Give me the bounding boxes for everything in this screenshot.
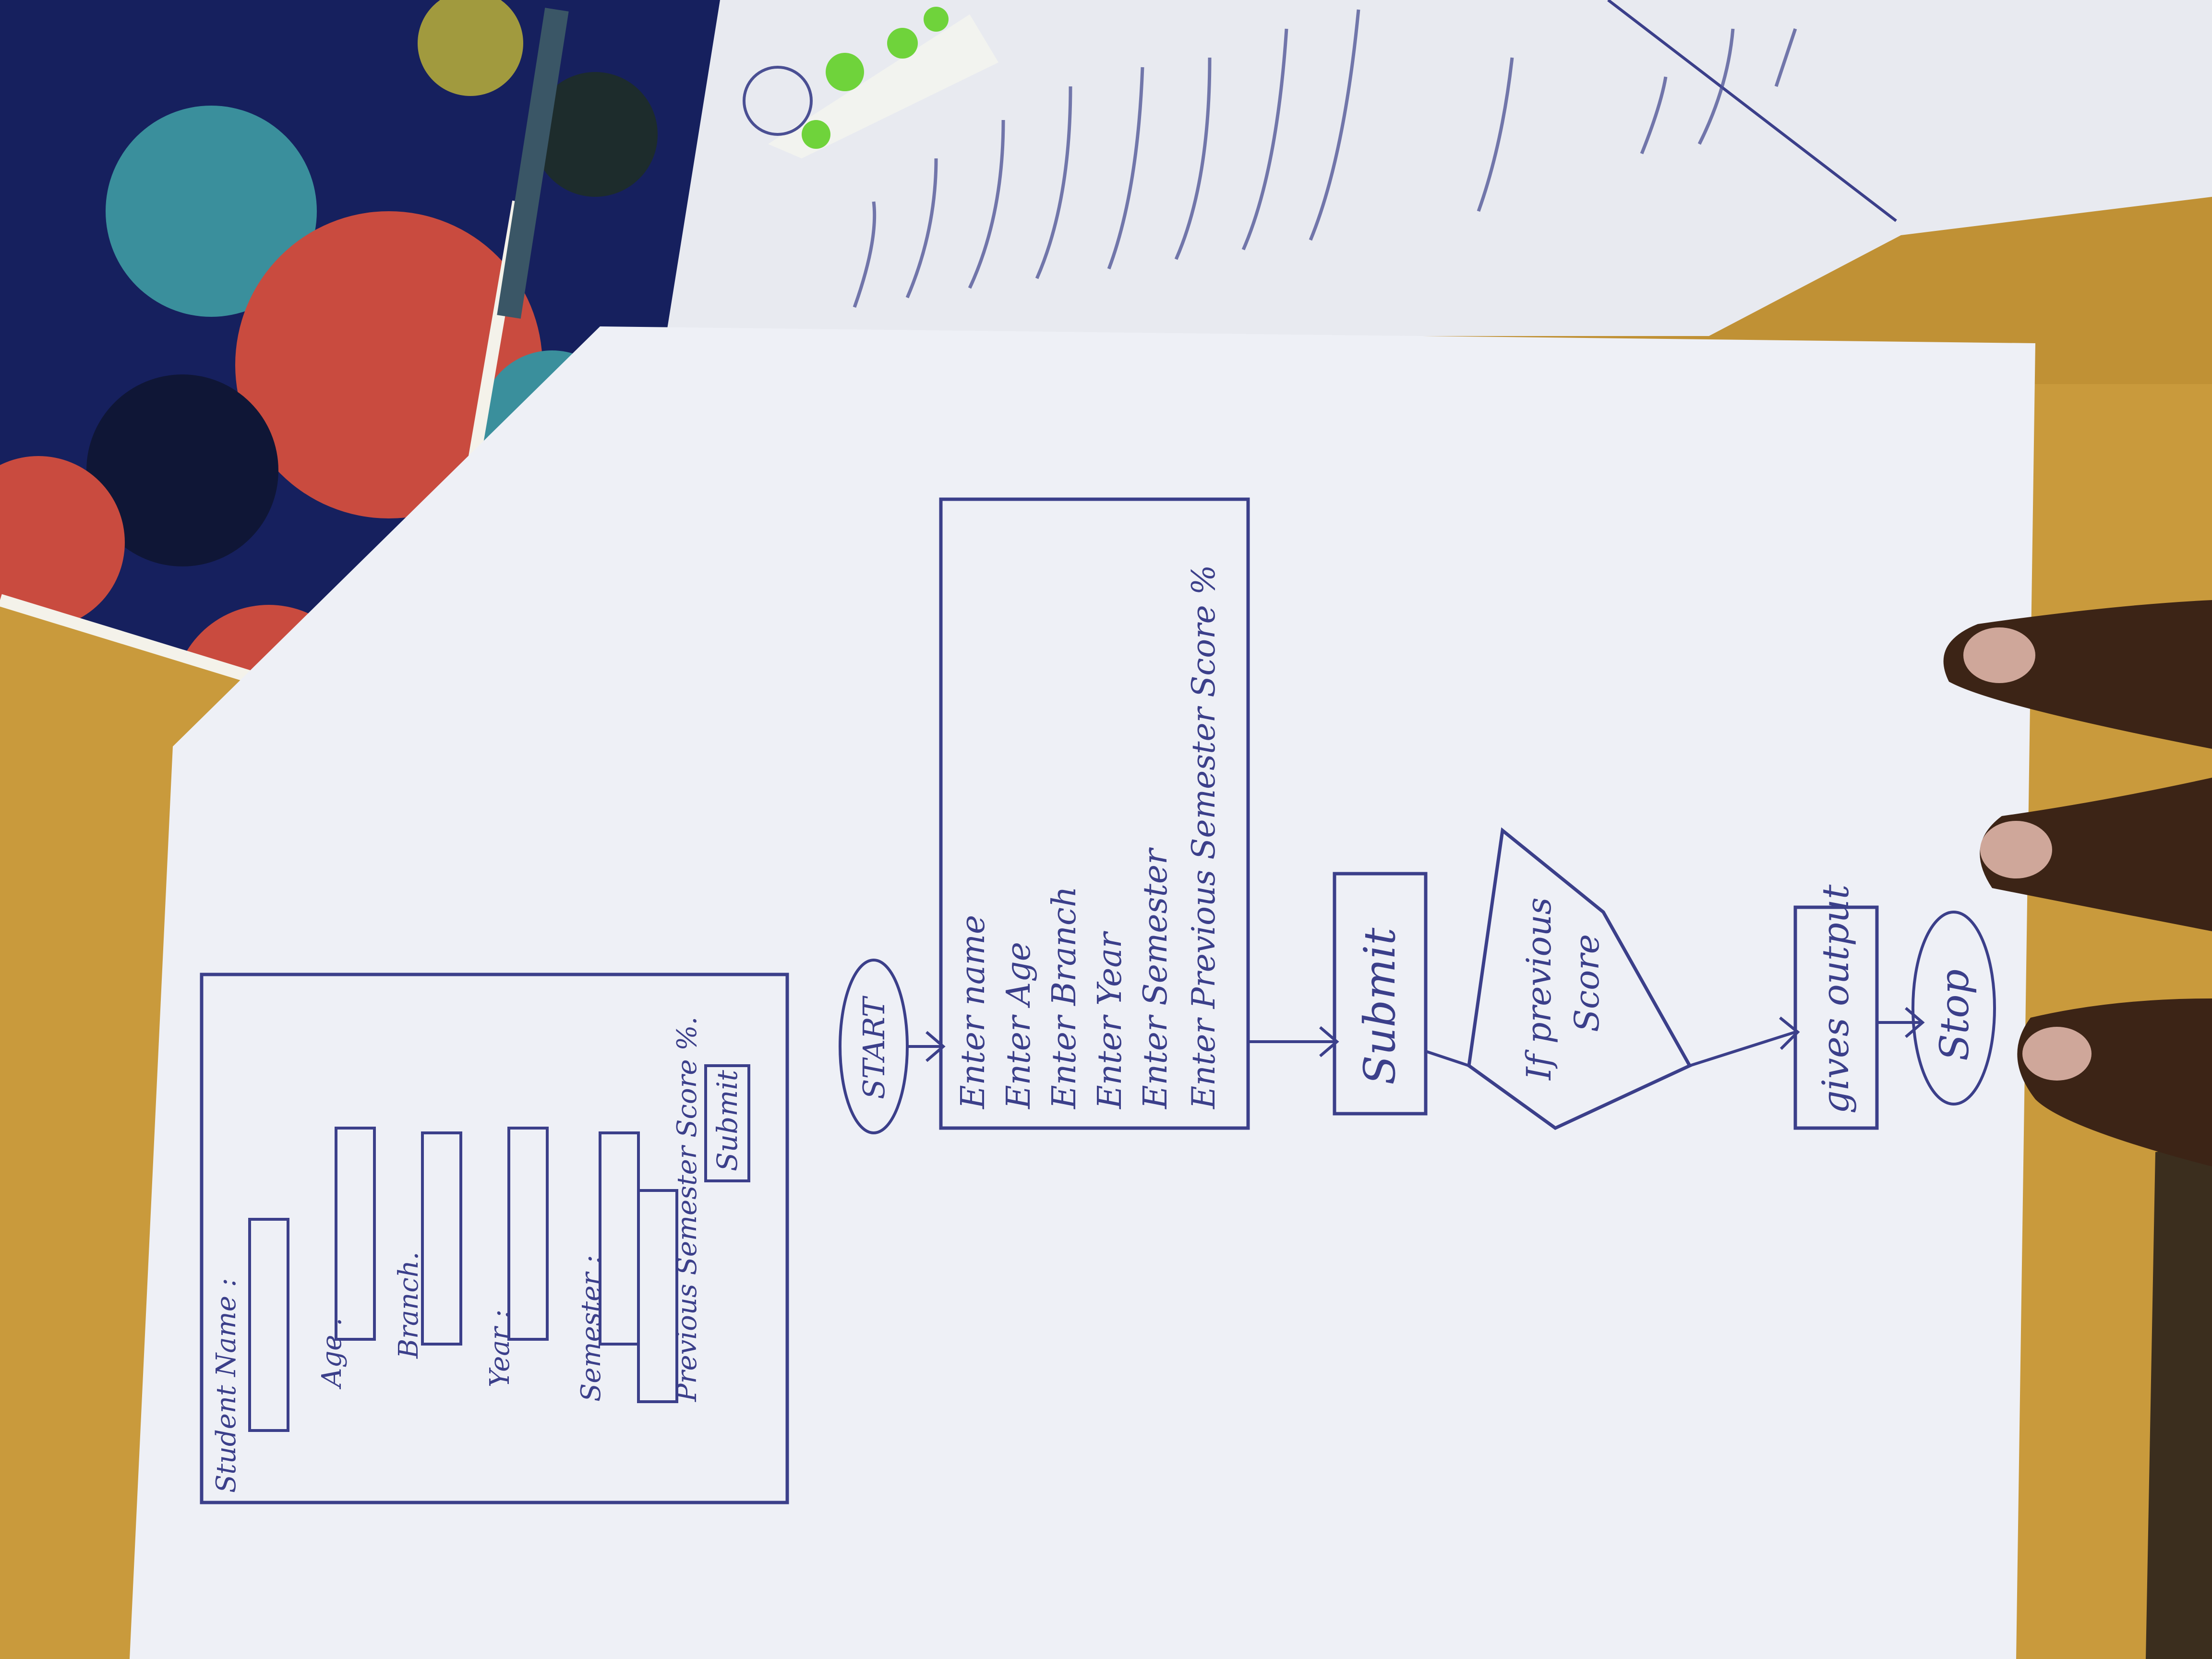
background-notebook-page [638,0,2212,336]
flow-input-line-2: Enter Age [1000,942,1038,1110]
flow-stop-label: Stop [1932,969,1978,1061]
mockup-submit-label: Submit [711,1070,744,1171]
mockup-label-branch: Branch. [393,1251,424,1359]
flow-input-line-1: Enter name [954,915,992,1110]
flow-output-label: gives output [1814,884,1857,1114]
flow-input-line-3: Enter Branch [1046,886,1083,1110]
mockup-label-age: Age . [316,1318,348,1390]
flow-output-box [1793,905,1879,1130]
flow-decision-line-2: Score [1567,934,1607,1032]
sketch-paper [130,326,2035,1659]
flow-submit-box [1333,872,1428,1116]
hand-fingers [1943,600,2212,1166]
mockup-input-age [335,1127,376,1341]
flowchart: START Enter name Enter Age Enter Branch … [839,497,1996,1134]
flow-decision-diamond [1467,827,1692,1130]
flow-start-label: START [856,995,891,1099]
flow-input-line-5: Enter Semester [1137,847,1175,1110]
mockup-form: Student Name : Age . Branch. Year : Seme… [200,973,789,1504]
mockup-label-student-name: Student Name : [211,1278,242,1493]
mockup-input-branch [421,1131,462,1346]
flow-decision-line-1: If previous [1519,897,1559,1081]
dark-object-right [2146,1142,2212,1659]
green-pen [743,7,998,158]
mockup-submit-button [704,1064,750,1182]
mockup-label-year: Year : [484,1310,516,1387]
flow-input-box [939,497,1250,1130]
flow-stop-oval [1911,911,1996,1106]
mockup-input-student-name [248,1218,289,1432]
mockup-input-previous-score [637,1189,678,1403]
mockup-input-year [507,1127,549,1341]
flow-input-line-4: Enter Year [1091,931,1129,1110]
notebook-scribbles [853,9,1797,308]
mockup-form-frame [200,973,789,1504]
flow-input-line-6: Enter Previous Semester Score % [1185,565,1222,1109]
mockup-label-semester: Semester : [576,1255,607,1402]
flow-submit-label: Submit [1355,927,1405,1085]
